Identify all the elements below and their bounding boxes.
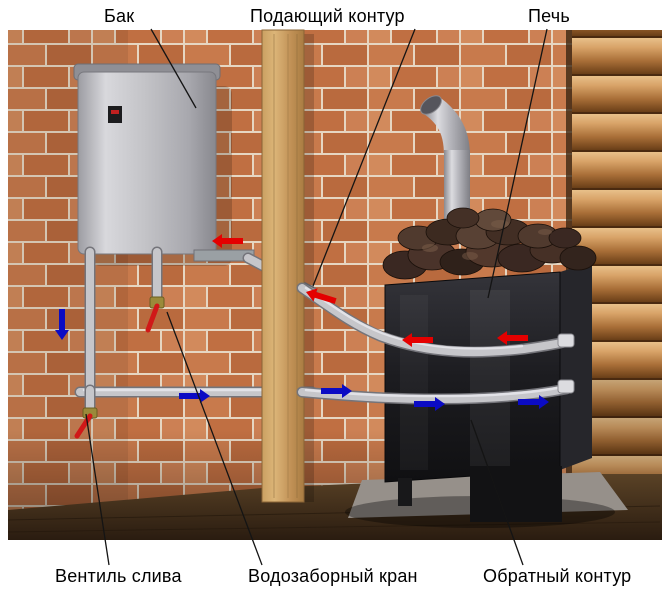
plank-shadow: [304, 34, 314, 502]
floor-seam: [7, 521, 661, 533]
label-water-intake-tap: Водозаборный кран: [248, 566, 418, 586]
callout-line-drain-valve: [85, 413, 110, 566]
hot-flow-arrow: [306, 288, 337, 304]
tank-logo: [108, 106, 122, 123]
stove: [384, 262, 592, 522]
hot-flow-arrow: [402, 333, 433, 347]
return-pipe-flange: [557, 379, 575, 394]
callout-line-tank: [150, 28, 197, 109]
return-pipe-front-segment: [296, 383, 572, 405]
cold-flow-arrow: [321, 384, 352, 398]
callout-line-return-circuit: [470, 419, 524, 566]
stove-stones: [382, 207, 597, 280]
label-drain-valve: Вентиль слива: [55, 566, 182, 586]
supply-pipe-front-segment: [296, 282, 570, 358]
water-tank: [77, 71, 217, 255]
hot-flow-arrow: [212, 234, 243, 248]
supply-pipe-flange: [557, 333, 575, 348]
hot-flow-arrows: [212, 234, 528, 347]
callout-line-intake-tap: [166, 311, 263, 566]
cold-flow-arrow: [414, 397, 445, 411]
cold-flow-arrow: [179, 389, 210, 403]
label-return-circuit: Обратный контур: [483, 566, 632, 586]
hot-flow-arrow: [497, 331, 528, 345]
wooden-plank: [261, 29, 305, 503]
cold-flow-arrow: [55, 309, 69, 340]
drain-valve: [74, 407, 98, 439]
callout-lines: [85, 28, 548, 566]
tank-logo-mark: [111, 110, 119, 114]
cold-flow-arrows: [55, 309, 549, 411]
callout-line-stove: [487, 28, 548, 299]
cold-flow-arrow: [518, 395, 549, 409]
water-intake-tap: [145, 296, 165, 333]
label-tank: Бак: [104, 6, 135, 26]
label-stove: Печь: [528, 6, 570, 26]
callout-line-supply-circuit: [312, 28, 416, 287]
label-supply-circuit: Подающий контур: [250, 6, 405, 26]
